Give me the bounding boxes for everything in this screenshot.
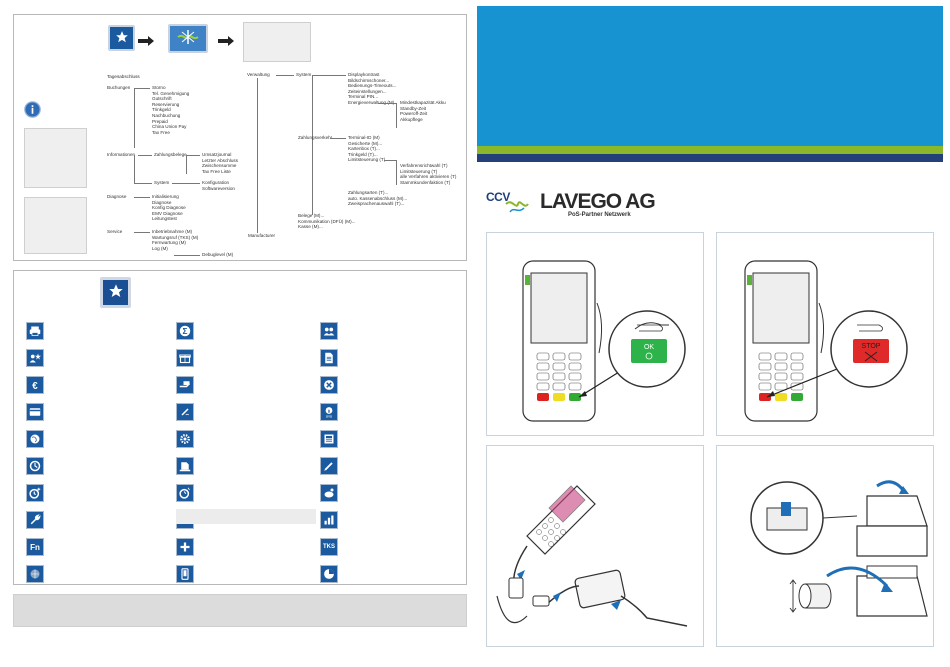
limit-list: Verfahrensrichtwahl (T)Limitsteuerung (T… <box>400 163 457 185</box>
menu-service: Service <box>107 229 123 234</box>
lavego-logo: LAVEGO AG PoS-Partner Netzwerk <box>540 190 656 219</box>
menu-diagnose: Diagnose <box>107 194 127 199</box>
gift-icon[interactable] <box>176 349 194 367</box>
illustration-paper-roll <box>716 445 934 647</box>
info-note-box-2 <box>24 197 87 254</box>
illustration-charging <box>486 445 704 647</box>
paper-roll <box>798 583 832 609</box>
ok-button-callout: OK <box>608 310 686 388</box>
shortcut-panel: € Fn Σ SYS TKS <box>13 270 467 585</box>
menu-tagesabschluss: Tagesabschluss <box>107 74 140 79</box>
bottom-note-box <box>13 594 467 627</box>
users-icon[interactable] <box>320 322 338 340</box>
belege-list: Belege (M)...Kommunikation (DFÜ) (M)...K… <box>298 213 356 230</box>
menu-manufacturer: Manufacturer <box>248 233 276 238</box>
fn-shortcut[interactable]: Fn <box>26 538 44 556</box>
star-tile[interactable] <box>108 25 135 51</box>
clock-plus-icon[interactable] <box>26 484 44 502</box>
star-icon <box>115 30 129 47</box>
printer-icon[interactable] <box>26 322 44 340</box>
network-icon[interactable] <box>26 565 44 583</box>
brand-stripe-navy <box>477 154 943 162</box>
brand-stripe-green <box>477 146 943 154</box>
zahlungsverkehr-more-list: Zahlungsarten (T)...auto. Kassenabschlus… <box>348 190 408 207</box>
ccv-row-highlight <box>176 509 316 524</box>
ccv-logo: CCV <box>486 190 534 218</box>
pie-chart-icon[interactable] <box>320 565 338 583</box>
document-icon[interactable] <box>320 349 338 367</box>
zahlungsverkehr-list: Terminal-ID (M)Gesicherte (M)...Kartenbo… <box>348 135 390 163</box>
service-list: Inbetriebnahme (M)Wartungsruf (TKS) (M)F… <box>152 229 199 251</box>
receipt-icon[interactable] <box>176 457 194 475</box>
brand-header <box>477 6 943 146</box>
mobile-icon[interactable] <box>176 565 194 583</box>
target-screen-box <box>243 22 311 62</box>
settings-icon[interactable] <box>176 430 194 448</box>
star-icon <box>108 283 124 302</box>
card-icon[interactable] <box>26 403 44 421</box>
clock-icon[interactable] <box>26 457 44 475</box>
svg-text:€: € <box>32 381 38 391</box>
globe-icon[interactable] <box>26 430 44 448</box>
star-tile[interactable] <box>100 277 131 308</box>
wrench-icon[interactable] <box>26 511 44 529</box>
contactless-icon[interactable] <box>176 403 194 421</box>
svg-text:Σ: Σ <box>183 327 188 336</box>
calculator-icon[interactable] <box>320 430 338 448</box>
svg-text:STOP: STOP <box>862 343 881 350</box>
menu-debuglevel: Debuglevel (M) <box>202 252 234 257</box>
menu-verwaltung: Verwaltung <box>247 72 270 77</box>
power-adapter <box>574 569 626 609</box>
terminal-illustration <box>744 260 848 422</box>
menu-system: System <box>296 72 312 77</box>
pen-icon[interactable] <box>320 457 338 475</box>
hand-card-icon[interactable] <box>176 376 194 394</box>
info-sys-icon[interactable]: SYS <box>320 403 338 421</box>
euro-icon[interactable]: € <box>26 376 44 394</box>
arrow-right-icon <box>138 33 154 51</box>
lid-detail-callout <box>750 481 858 555</box>
ccv-logo-icon <box>176 28 200 49</box>
printer-loading <box>826 565 928 617</box>
svg-text:SYS: SYS <box>326 414 332 418</box>
plus-icon[interactable] <box>176 538 194 556</box>
menu-zahlungsverkehr: Zahlungsverkehr <box>298 135 333 140</box>
illustration-ok: OK <box>486 232 704 436</box>
arrow-right-icon <box>218 33 234 51</box>
menu-system-sub: System <box>154 180 170 185</box>
menu-buchungen: Buchungen <box>107 85 131 90</box>
info-icon <box>24 101 41 123</box>
cancel-icon[interactable] <box>320 376 338 394</box>
info-note-box-1 <box>24 128 87 188</box>
users-star-icon[interactable] <box>26 349 44 367</box>
bar-chart-icon[interactable] <box>320 511 338 529</box>
stop-button-callout: STOP <box>830 310 908 388</box>
illustration-stop: STOP <box>716 232 934 436</box>
handheld-terminal <box>526 485 596 555</box>
menu-zahlungsbelege: Zahlungsbelege <box>154 152 187 157</box>
refresh-icon[interactable] <box>176 484 194 502</box>
sigma-icon[interactable]: Σ <box>176 322 194 340</box>
piggy-bank-icon[interactable] <box>320 484 338 502</box>
ccv-menu-tile[interactable] <box>168 24 208 53</box>
printer-open <box>856 480 928 557</box>
svg-text:OK: OK <box>644 344 654 351</box>
menu-informationen: Informationen <box>107 152 136 157</box>
tks-shortcut[interactable]: TKS <box>320 538 338 556</box>
